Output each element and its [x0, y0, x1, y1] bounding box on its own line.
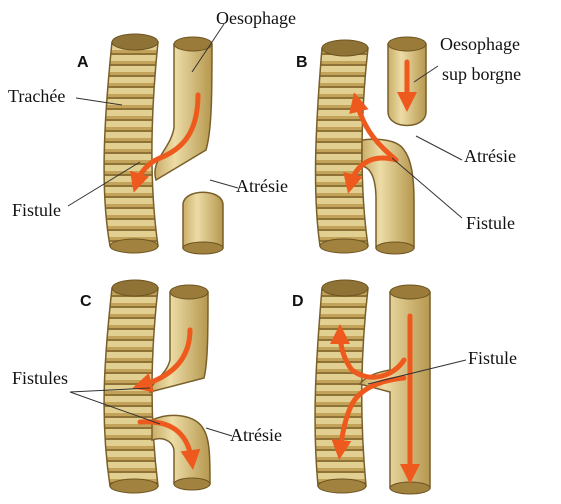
- trachea-d: [315, 280, 368, 493]
- label-fistules-c: Fistules: [12, 368, 68, 388]
- panel-a: A Oesophage Trachée Fistule Atrésie: [8, 8, 296, 254]
- label-atresie-c: Atrésie: [230, 425, 282, 445]
- panel-c: C Fistules Atrésie: [12, 280, 282, 493]
- label-fistule-a: Fistule: [12, 200, 61, 220]
- panel-letter-d: D: [292, 293, 304, 310]
- label-atresie-b: Atrésie: [464, 146, 516, 166]
- label-trachee-a: Trachée: [8, 86, 65, 106]
- trachea-c: [104, 280, 158, 493]
- panel-letter-a: A: [77, 54, 89, 71]
- label-oesophage-b: Oesophage: [440, 34, 520, 54]
- panel-letter-c: C: [80, 293, 92, 310]
- oesophagus-lower-a: [183, 192, 223, 254]
- label-fistule-b: Fistule: [466, 213, 515, 233]
- trachea-a: [104, 34, 158, 253]
- panel-b: B Oesophage sup borgne Atrésie Fistule: [296, 34, 521, 254]
- label-atresie-a: Atrésie: [236, 176, 288, 196]
- oesophagus-upper-c: [150, 285, 208, 392]
- trachea-b: [316, 40, 368, 253]
- panel-d: D Fistule: [292, 280, 517, 494]
- label-sup-borgne-b: sup borgne: [442, 64, 521, 84]
- oesophagus-lower-c: [152, 415, 210, 490]
- panel-letter-b: B: [296, 54, 308, 71]
- label-oesophage-a: Oesophage: [216, 8, 296, 28]
- label-fistule-d: Fistule: [468, 348, 517, 368]
